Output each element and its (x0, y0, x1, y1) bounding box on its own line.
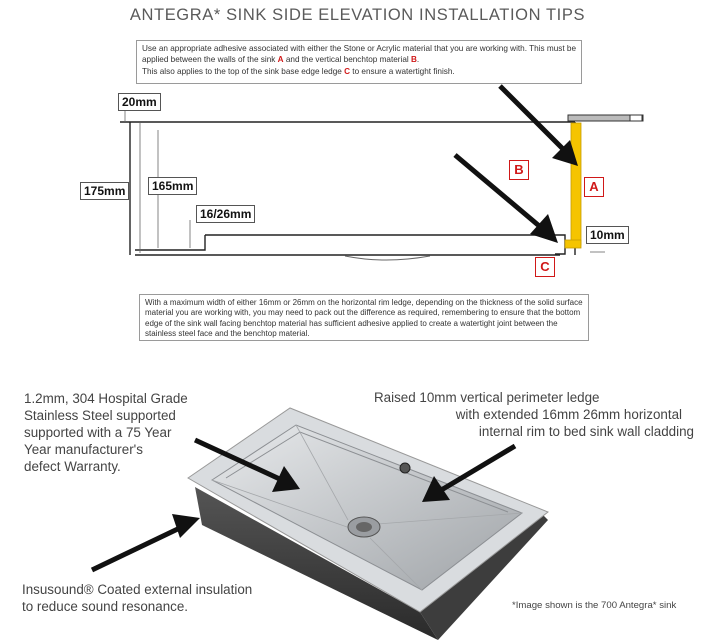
benchtop-edge (567, 114, 644, 122)
bottom-instruction-note: With a maximum width of either 16mm or 2… (139, 294, 589, 341)
dim-175mm: 175mm (80, 182, 130, 200)
dim-165mm: 165mm (148, 177, 198, 195)
arrow-to-steel (193, 437, 300, 492)
dim-10mm: 10mm (586, 226, 629, 244)
dim-20mm: 20mm (118, 93, 161, 111)
sink-photo (187, 407, 549, 640)
top-note-line1: Use an appropriate adhesive associated w… (142, 44, 577, 64)
top-instruction-note: Use an appropriate adhesive associated w… (136, 40, 582, 84)
letter-c: C (535, 257, 555, 277)
callout-insulation: Insusound® Coated external insulation to… (22, 582, 253, 614)
arrow-to-rim (422, 443, 517, 502)
arrow-to-insulation (90, 514, 200, 573)
adhesive-strip (570, 122, 582, 246)
top-note-line2: This also applies to the top of the sink… (142, 67, 455, 77)
arrow-to-ledge (453, 153, 558, 243)
image-footnote: *Image shown is the 700 Antegra* sink (512, 600, 677, 611)
letter-b: B (509, 160, 529, 180)
callout-steel: 1.2mm, 304 Hospital Grade Stainless Stee… (24, 391, 188, 474)
page-title: ANTEGRA* SINK SIDE ELEVATION INSTALLATIO… (129, 6, 586, 24)
dim-16-26mm: 16/26mm (196, 205, 256, 223)
letter-a: A (584, 177, 604, 197)
adhesive-ledge (564, 239, 582, 249)
callout-ledge: Raised 10mm vertical perimeter ledge wit… (374, 390, 694, 439)
arrow-to-wall (498, 84, 578, 166)
